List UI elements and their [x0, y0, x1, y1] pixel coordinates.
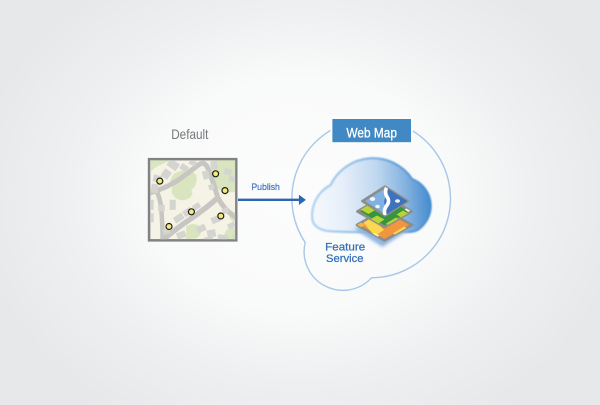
- svg-text:Default: Default: [171, 127, 208, 142]
- svg-text:Feature: Feature: [325, 242, 365, 254]
- svg-text:Publish: Publish: [251, 182, 280, 192]
- svg-text:Web Map: Web Map: [346, 124, 397, 140]
- svg-text:Service: Service: [326, 253, 364, 265]
